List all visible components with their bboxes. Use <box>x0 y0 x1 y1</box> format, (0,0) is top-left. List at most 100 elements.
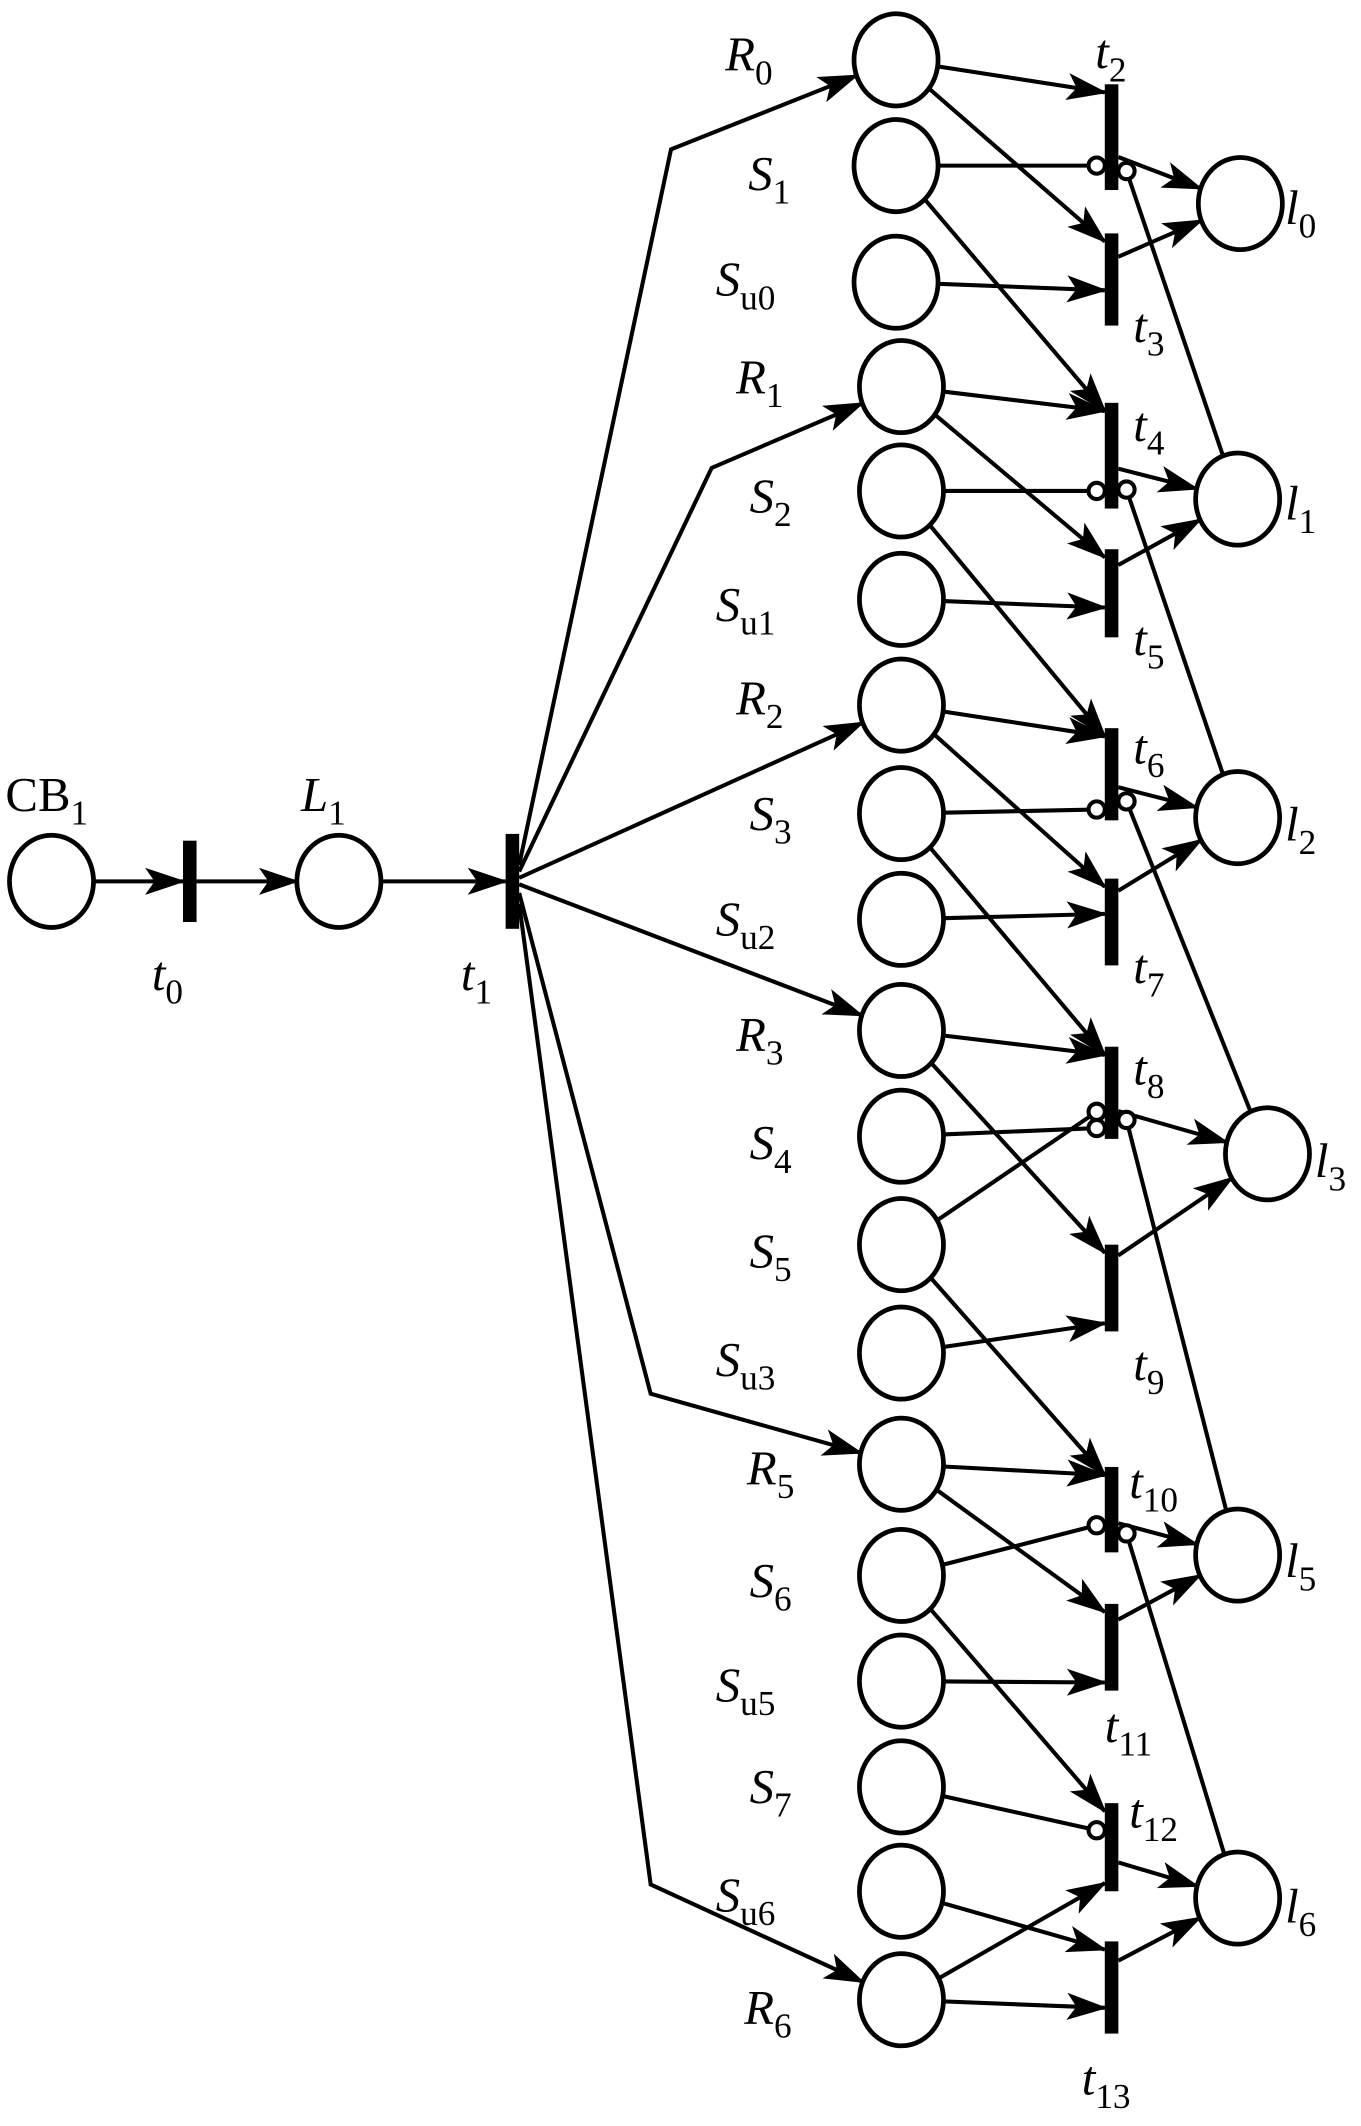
arc-t8-l3 <box>1117 1109 1230 1145</box>
transition-t3 <box>1104 233 1119 326</box>
transition-label-t1: t1 <box>461 947 492 1012</box>
transition-label-t12-subscript: 12 <box>1143 1810 1178 1849</box>
place-label-S7-main: S <box>750 1760 774 1814</box>
inhibitor-arc-S5-t8 <box>936 1114 1092 1223</box>
inhibitor-arc-l1-t2 <box>1127 178 1225 457</box>
arc-t11-l5 <box>1117 1573 1203 1622</box>
place-label-S1-main: S <box>748 147 772 201</box>
arc-R6-t13 <box>943 1992 1108 2020</box>
arc-R3-t9 <box>929 1061 1107 1255</box>
transition-t2 <box>1104 84 1119 191</box>
place-label-R6: R6 <box>743 1981 791 2046</box>
place-label-S5: S5 <box>750 1225 792 1290</box>
transition-label-t3: t3 <box>1133 299 1164 364</box>
transition-t5 <box>1104 549 1119 638</box>
transition-t12 <box>1104 1803 1119 1892</box>
place-label-CB1: CB1 <box>5 768 88 833</box>
transition-t0 <box>183 840 197 923</box>
place-label-S2: S2 <box>750 470 792 535</box>
place-label-Su2-subscript: u2 <box>740 918 775 957</box>
arc-R3-t8 <box>942 1033 1108 1064</box>
place-label-Su1-main: S <box>716 578 740 632</box>
place-label-Su3: Su3 <box>716 1333 776 1398</box>
place-label-S6-main: S <box>750 1554 774 1608</box>
place-label-S2-subscript: 2 <box>774 495 792 534</box>
arc-t13-l6 <box>1117 1916 1203 1963</box>
transition-label-t0-subscript: 0 <box>165 972 183 1011</box>
place-label-l5-main: l <box>1285 1534 1299 1588</box>
place-label-Su1-subscript: u1 <box>740 604 775 643</box>
place-l0 <box>1195 155 1285 253</box>
transition-label-t10-subscript: 10 <box>1143 1481 1178 1520</box>
place-label-R1-main: R <box>735 350 766 404</box>
inhibitor-circle-l5-t8 <box>1116 1109 1137 1131</box>
transition-label-t2-main: t <box>1095 25 1110 79</box>
place-label-R3-main: R <box>735 1008 766 1062</box>
place-label-l3-main: l <box>1315 1134 1329 1188</box>
place-label-S5-subscript: 5 <box>774 1250 792 1289</box>
place-label-Su3-main: S <box>716 1333 740 1387</box>
arc-t1-R0 <box>517 73 860 866</box>
transition-label-t1-subscript: 1 <box>474 972 492 1011</box>
place-label-l6-subscript: 6 <box>1299 1905 1317 1944</box>
transition-label-t4: t4 <box>1133 398 1165 463</box>
place-S2 <box>857 442 946 540</box>
inhibitor-arc-S7-t12 <box>942 1794 1090 1831</box>
place-label-S4: S4 <box>750 1116 792 1181</box>
place-label-l6-main: l <box>1285 1879 1299 1933</box>
place-label-R6-main: R <box>743 1981 774 2035</box>
inhibitor-circle-S4-t8 <box>1086 1117 1107 1139</box>
arc-R0-t2 <box>937 64 1108 100</box>
place-label-R2-subscript: 2 <box>766 697 784 736</box>
place-l6 <box>1193 1849 1283 1947</box>
place-Su1 <box>857 550 946 648</box>
inhibitor-arc-S6-t10 <box>941 1525 1090 1567</box>
arc-t1-R6 <box>517 903 866 1984</box>
arc-t4-l1 <box>1117 466 1200 493</box>
transition-t7 <box>1104 878 1119 966</box>
place-L1 <box>294 832 384 930</box>
transition-t11 <box>1104 1603 1119 1691</box>
transition-label-t10: t10 <box>1129 1455 1178 1520</box>
place-label-Su2: Su2 <box>716 893 776 958</box>
place-label-Su0-main: S <box>716 253 740 307</box>
place-label-CB1-subscript: 1 <box>71 793 89 832</box>
place-label-R2-main: R <box>735 672 766 726</box>
arc-S3-t8 <box>928 846 1107 1057</box>
transition-label-t9-subscript: 9 <box>1147 1363 1165 1402</box>
place-R1 <box>857 338 946 436</box>
place-Su0 <box>851 233 941 331</box>
transition-t4 <box>1104 402 1119 509</box>
place-label-S2-main: S <box>750 470 774 524</box>
arc-t1-R1 <box>517 401 865 873</box>
place-label-R5-subscript: 5 <box>777 1467 795 1506</box>
transition-label-t5-subscript: 5 <box>1147 638 1165 677</box>
transition-label-t4-main: t <box>1133 398 1148 452</box>
place-label-l5: l5 <box>1285 1534 1316 1599</box>
place-label-l0: l0 <box>1285 181 1316 246</box>
place-label-R1: R1 <box>735 350 783 415</box>
arc-R2-t6 <box>942 709 1108 744</box>
transition-label-t9: t9 <box>1133 1337 1164 1402</box>
arc-t9-l3 <box>1117 1176 1235 1258</box>
inhibitor-circle-l3-t6 <box>1116 791 1137 812</box>
transition-label-t8-subscript: 8 <box>1147 1067 1165 1106</box>
inhibitor-arc-l6-t10 <box>1126 1540 1227 1855</box>
inhibitor-circle-l1-t2 <box>1116 160 1137 182</box>
place-l5 <box>1193 1506 1283 1604</box>
transition-label-t0-main: t <box>152 947 167 1001</box>
inhibitor-circle-S1-t2 <box>1086 155 1107 176</box>
place-label-Su0-subscript: u0 <box>740 278 775 317</box>
place-label-Su6-main: S <box>716 1869 740 1923</box>
place-label-L1-main: L <box>300 768 328 822</box>
place-R5 <box>857 1415 946 1513</box>
place-label-S7: S7 <box>750 1760 792 1825</box>
place-l1 <box>1193 450 1283 548</box>
transition-label-t5-main: t <box>1133 612 1148 666</box>
arc-Su1-t5 <box>943 592 1108 620</box>
place-label-R5-main: R <box>746 1442 777 1496</box>
place-label-S1-subscript: 1 <box>773 173 791 212</box>
place-label-Su6-subscript: u6 <box>740 1894 775 1933</box>
transition-label-t12: t12 <box>1129 1785 1178 1850</box>
place-Su5 <box>857 1632 946 1730</box>
